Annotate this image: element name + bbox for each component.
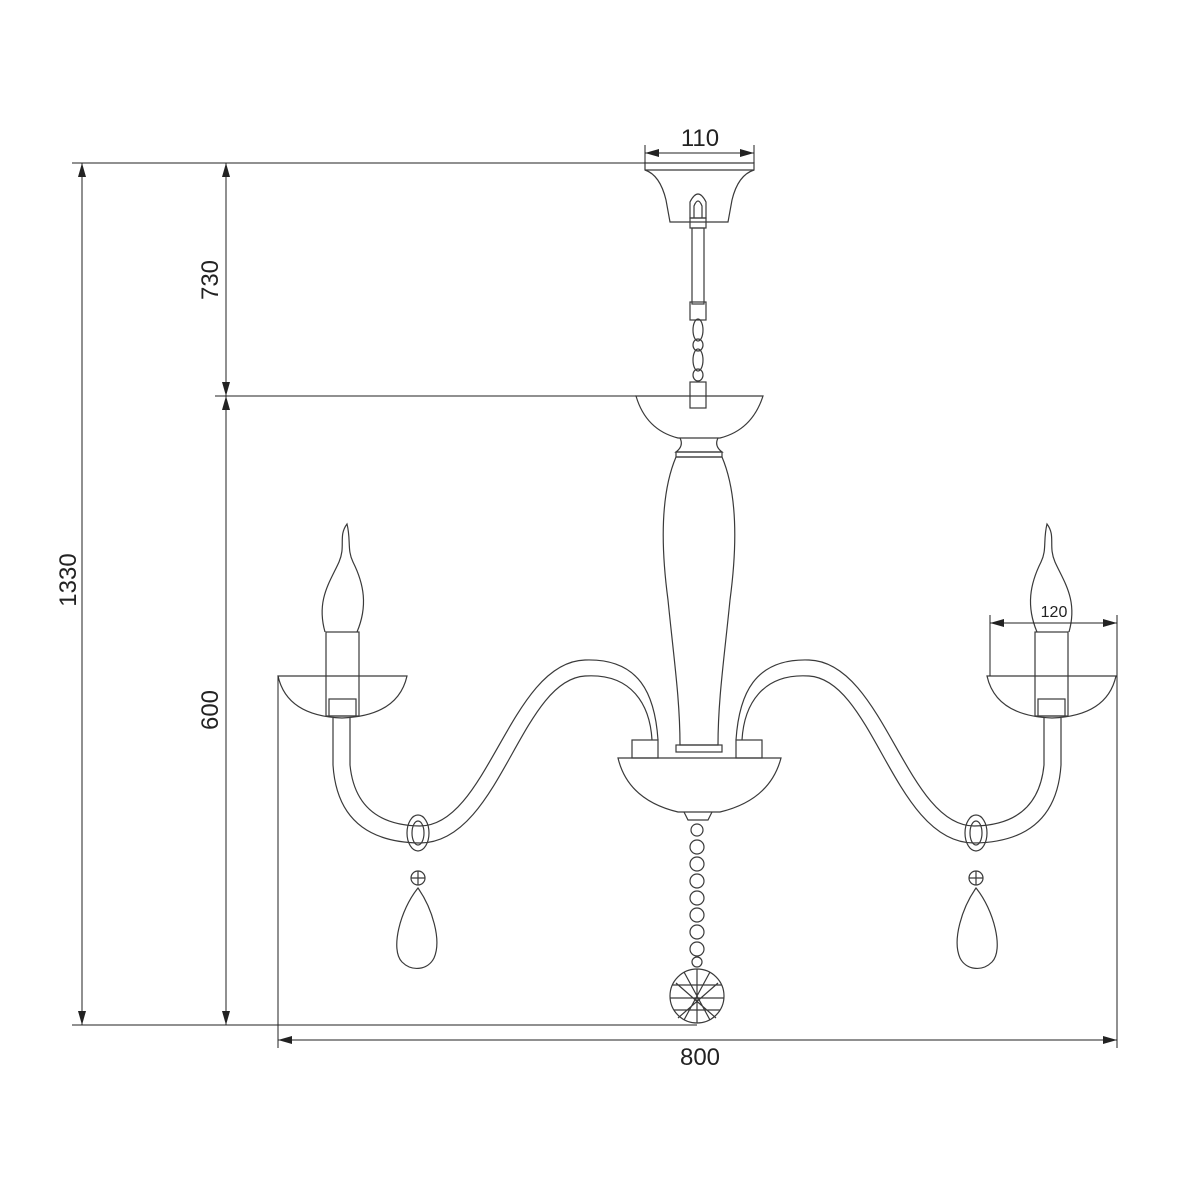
canopy-width-label: 110 <box>681 125 719 152</box>
suspension-height-label: 730 <box>197 260 224 300</box>
left-arm <box>277 523 659 970</box>
chain <box>689 318 707 409</box>
lower-bowl <box>617 757 782 813</box>
central-column <box>662 456 736 746</box>
body-height-label: 600 <box>197 690 224 730</box>
total-height-label: 1330 <box>55 553 82 606</box>
width-label: 800 <box>680 1044 720 1071</box>
ceiling-canopy <box>644 162 755 223</box>
bead-chain <box>689 823 705 968</box>
suspension-rod <box>689 193 707 219</box>
dimension-lines <box>72 145 1118 1048</box>
crystal-ball <box>669 968 725 1024</box>
right-arm <box>735 523 1117 970</box>
cup-width-label: 120 <box>1041 604 1068 621</box>
upper-cup <box>635 395 764 439</box>
